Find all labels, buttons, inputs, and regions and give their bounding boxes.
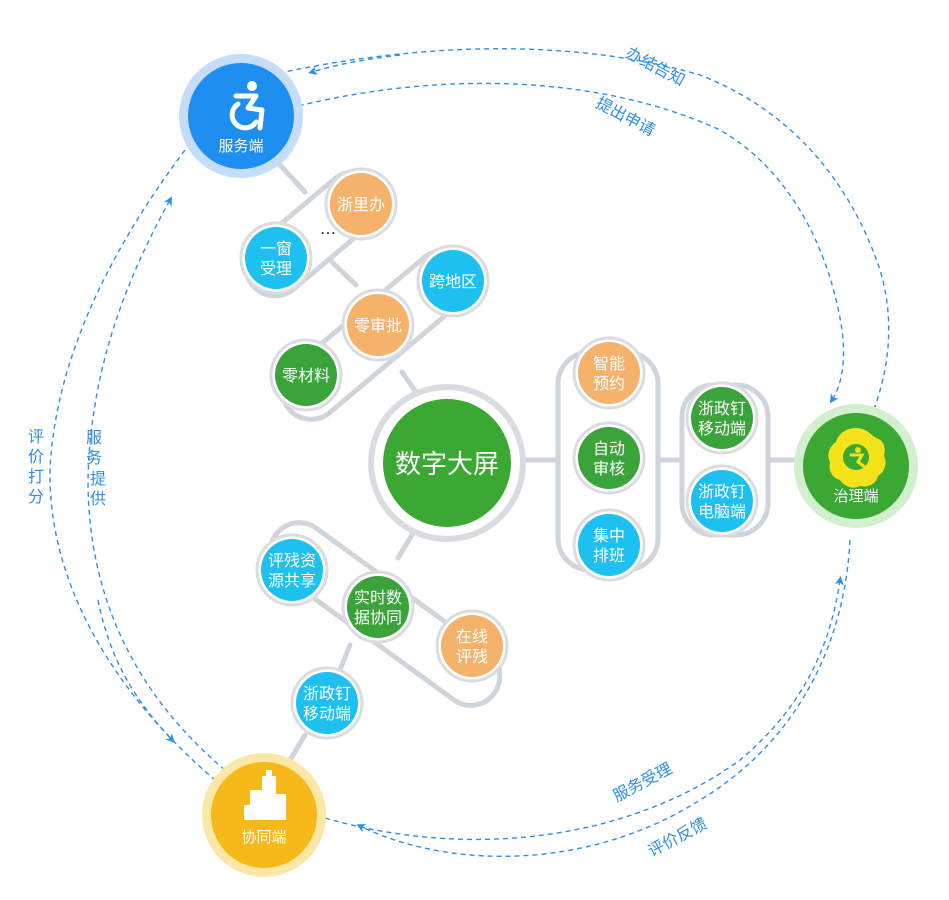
node-zzd-mobile-bottom-label-2: 移动端 bbox=[303, 704, 351, 723]
flow-arcs bbox=[49, 48, 890, 858]
arc-top-start-arrow bbox=[308, 54, 401, 75]
flow-label-left-inner-3: 提 bbox=[90, 469, 106, 488]
flow-label-left-outer-3: 打 bbox=[28, 467, 44, 486]
node-yichuang-label-1: 一窗 bbox=[260, 239, 292, 258]
node-kuadiqu-label-1: 跨地区 bbox=[429, 272, 477, 291]
arc-bottom-outer bbox=[356, 539, 851, 858]
node-zheliban-label-1: 浙里办 bbox=[337, 195, 385, 214]
node-pingcan-share-label-1: 评残资 bbox=[268, 551, 316, 570]
node-zzd-pc-label-1: 浙政钉 bbox=[698, 482, 746, 501]
hub-node[interactable]: 数字大屏 bbox=[368, 384, 526, 542]
flow-label-bottom-inner: 服务受理 bbox=[610, 759, 675, 806]
disability-emblem-icon bbox=[828, 428, 886, 488]
node-zhineng-label-1: 智能 bbox=[593, 354, 625, 373]
node-zzd-pc-label-2: 电脑端 bbox=[698, 502, 746, 521]
arc-left-outer bbox=[49, 149, 216, 781]
flow-label-left-outer-4: 分 bbox=[28, 487, 44, 506]
node-online-label-2: 评残 bbox=[456, 647, 488, 666]
service-endpoint[interactable]: 服务端 bbox=[179, 54, 303, 178]
node-realtime-label-1: 实时数 bbox=[354, 588, 402, 607]
node-lingshenpi[interactable]: 零审批 bbox=[341, 288, 415, 362]
service-label: 服务端 bbox=[218, 137, 263, 155]
arc-top-outer bbox=[269, 48, 890, 421]
wheelchair-icon bbox=[229, 81, 265, 131]
node-zidong-label-2: 审核 bbox=[593, 459, 625, 478]
node-zidong-label-1: 自动 bbox=[593, 439, 625, 458]
governance-endpoint[interactable]: 治理端 bbox=[794, 404, 918, 528]
node-kuadiqu[interactable]: 跨地区 bbox=[416, 244, 490, 318]
ellipsis-mark: … bbox=[320, 219, 336, 238]
hub-label: 数字大屏 bbox=[395, 450, 499, 480]
node-pingcan-share-label-2: 源共享 bbox=[268, 571, 316, 590]
node-zzd-mobile-right-label-1: 浙政钉 bbox=[698, 399, 746, 418]
building-icon bbox=[244, 770, 286, 820]
node-zzd-mobile-bottom-label-1: 浙政钉 bbox=[303, 684, 351, 703]
node-online-label-1: 在线 bbox=[456, 627, 488, 646]
collab-label: 协同端 bbox=[241, 828, 286, 846]
flow-labels-vertical: 评 价 打 分 服 务 提 供 bbox=[28, 427, 106, 508]
arc-left-inner bbox=[87, 196, 226, 771]
collab-endpoint[interactable]: 协同端 bbox=[202, 753, 326, 877]
node-jizhong-label-2: 排班 bbox=[593, 546, 625, 565]
node-zhineng-label-2: 预约 bbox=[593, 374, 625, 393]
node-zzd-mobile-right-label-2: 移动端 bbox=[698, 419, 746, 438]
flow-label-top-outer: 办结告知 bbox=[623, 43, 688, 90]
flow-label-top-inner: 提出申请 bbox=[593, 93, 658, 140]
node-lingcailiao-label-1: 零材料 bbox=[282, 366, 330, 385]
governance-label: 治理端 bbox=[833, 487, 878, 505]
flow-label-left-inner-4: 供 bbox=[90, 489, 106, 508]
node-zheliban[interactable]: 浙里办 bbox=[324, 167, 398, 241]
node-lingshenpi-label-1: 零审批 bbox=[354, 316, 402, 335]
node-lingcailiao[interactable]: 零材料 bbox=[269, 338, 343, 412]
arc-top-inner bbox=[289, 82, 845, 404]
flow-label-left-inner-2: 务 bbox=[86, 448, 102, 467]
flow-label-left-inner-1: 服 bbox=[86, 428, 102, 447]
node-jizhong-label-1: 集中 bbox=[593, 526, 625, 545]
flow-label-left-outer-2: 价 bbox=[28, 447, 44, 466]
arc-left-arrow-down bbox=[97, 599, 175, 743]
flow-label-bottom-outer: 评价反馈 bbox=[645, 814, 710, 861]
feature-nodes: 浙里办一窗受理跨地区零审批零材料智能预约自动审核集中排班浙政钉移动端浙政钉电脑端… bbox=[239, 167, 759, 740]
arc-bottom-inner bbox=[324, 576, 844, 841]
node-realtime-label-2: 据协同 bbox=[354, 608, 402, 627]
flow-label-left-outer-1: 评 bbox=[28, 427, 44, 446]
node-yichuang-label-2: 受理 bbox=[260, 259, 292, 278]
